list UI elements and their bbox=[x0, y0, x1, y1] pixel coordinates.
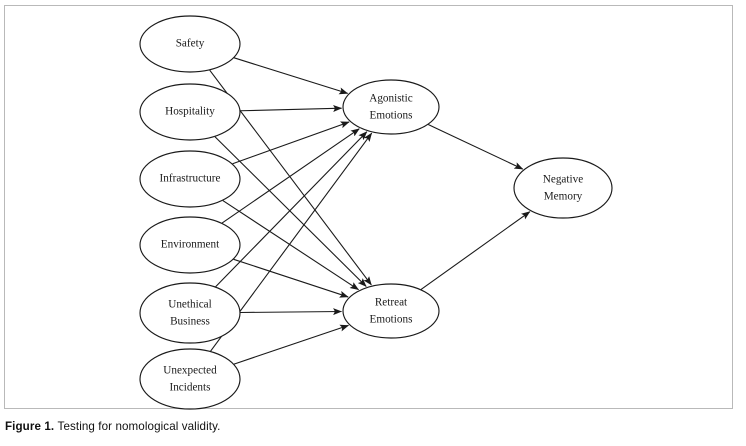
node-label-negative-line1: Negative bbox=[543, 174, 583, 186]
caption-label: Figure 1. bbox=[5, 420, 55, 433]
node-label-environment: Environment bbox=[161, 239, 220, 251]
nomological-validity-diagram: SafetyHospitalityInfrastructureEnvironme… bbox=[139, 15, 613, 410]
node-label-unexpected-line2: Incidents bbox=[169, 382, 210, 394]
caption-text: Testing for nomological validity. bbox=[57, 420, 221, 433]
edge-unethical-to-retreat bbox=[240, 308, 343, 316]
node-shape-agonistic bbox=[342, 79, 440, 135]
node-label-agonistic-line2: Emotions bbox=[370, 110, 413, 122]
node-shape-unethical bbox=[139, 282, 241, 344]
edge-hospitality-to-retreat bbox=[214, 136, 367, 287]
edge-safety-to-agonistic bbox=[233, 57, 349, 95]
node-layer: SafetyHospitalityInfrastructureEnvironme… bbox=[139, 15, 613, 410]
edge-hospitality-to-agonistic bbox=[240, 104, 343, 112]
figure-caption: Figure 1. Testing for nomological validi… bbox=[5, 420, 735, 433]
node-shape-environment bbox=[139, 216, 241, 274]
node-label-infrastructure: Infrastructure bbox=[160, 173, 221, 185]
edge-infrastructure-to-retreat bbox=[222, 200, 360, 291]
node-environment: Environment bbox=[139, 216, 241, 274]
node-safety: Safety bbox=[139, 15, 241, 73]
node-hospitality: Hospitality bbox=[139, 83, 241, 141]
node-label-unexpected-line1: Unexpected bbox=[163, 365, 217, 377]
node-shape-hospitality bbox=[139, 83, 241, 141]
edge-infrastructure-to-agonistic bbox=[232, 121, 350, 165]
node-label-unethical-line2: Business bbox=[170, 316, 210, 328]
node-shape-infrastructure bbox=[139, 150, 241, 208]
node-label-retreat-line2: Emotions bbox=[370, 314, 413, 326]
edge-environment-to-retreat bbox=[233, 258, 349, 298]
edge-unethical-to-agonistic bbox=[215, 131, 368, 288]
node-label-safety: Safety bbox=[176, 38, 205, 50]
node-label-negative-line2: Memory bbox=[544, 191, 583, 203]
edge-unexpected-to-retreat bbox=[233, 324, 350, 365]
node-shape-negative bbox=[513, 157, 613, 219]
node-infrastructure: Infrastructure bbox=[139, 150, 241, 208]
node-shape-safety bbox=[139, 15, 241, 73]
node-label-retreat-line1: Retreat bbox=[375, 297, 408, 309]
node-shape-unexpected bbox=[139, 348, 241, 410]
node-shape-retreat bbox=[342, 283, 440, 339]
node-label-agonistic-line1: Agonistic bbox=[369, 93, 413, 105]
edge-environment-to-agonistic bbox=[221, 128, 360, 224]
node-label-hospitality: Hospitality bbox=[165, 106, 215, 118]
edge-retreat-to-negative bbox=[420, 211, 531, 290]
node-label-unethical-line1: Unethical bbox=[168, 299, 212, 311]
edge-agonistic-to-negative bbox=[428, 124, 524, 170]
